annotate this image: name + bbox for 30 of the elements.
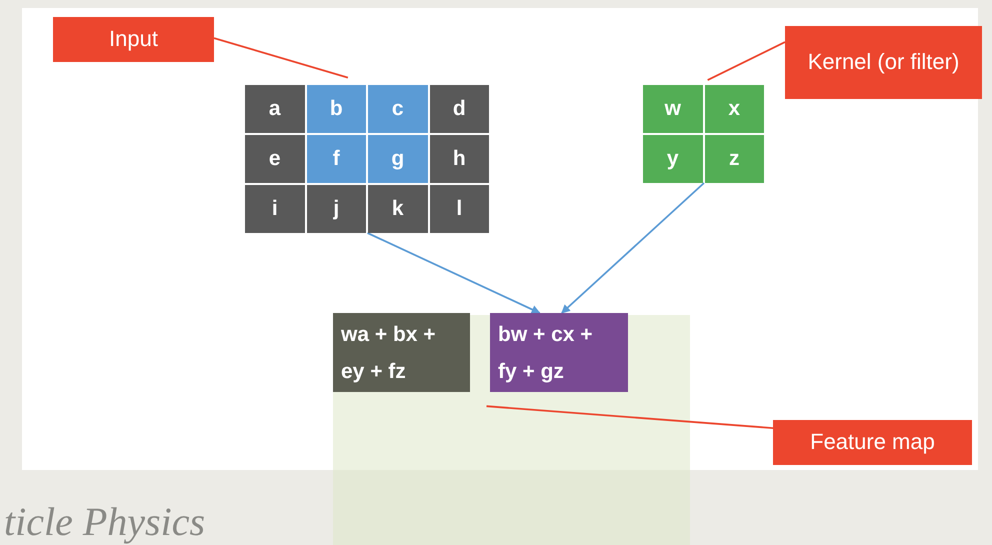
formula-cell: bw + cx + fy + gz	[490, 313, 628, 392]
grid-cell: h	[430, 135, 489, 183]
arrow	[367, 232, 540, 314]
leader-line	[214, 37, 348, 78]
kernel-grid	[643, 85, 765, 183]
grid-cell: g	[368, 135, 428, 183]
callout-label: Kernel (or filter)	[785, 26, 982, 99]
grid-cell: i	[245, 185, 304, 233]
grid-cell: c	[368, 85, 428, 133]
grid-cell: w	[643, 85, 702, 133]
grid-cell: e	[245, 135, 304, 183]
grid-cell: d	[430, 85, 489, 133]
grid-cell: a	[245, 85, 304, 133]
grid-cell: j	[306, 185, 366, 233]
callout-label: Input	[53, 17, 214, 62]
formula-cell: wa + bx + ey + fz	[333, 313, 470, 392]
grid-cell: y	[643, 135, 702, 183]
leader-line	[486, 405, 774, 429]
grid-cell: b	[306, 85, 366, 133]
grid-cell: x	[704, 85, 764, 133]
callout-label: Feature map	[773, 420, 972, 465]
leader-line	[707, 41, 786, 81]
grid-cell: l	[430, 185, 489, 233]
grid-cell: f	[306, 135, 366, 183]
input-grid	[245, 85, 490, 233]
arrow	[561, 182, 705, 314]
grid-cell: z	[704, 135, 764, 183]
feature-map-area	[333, 315, 690, 545]
slide-title: ticle Physics	[4, 498, 206, 545]
grid-cell: k	[368, 185, 428, 233]
